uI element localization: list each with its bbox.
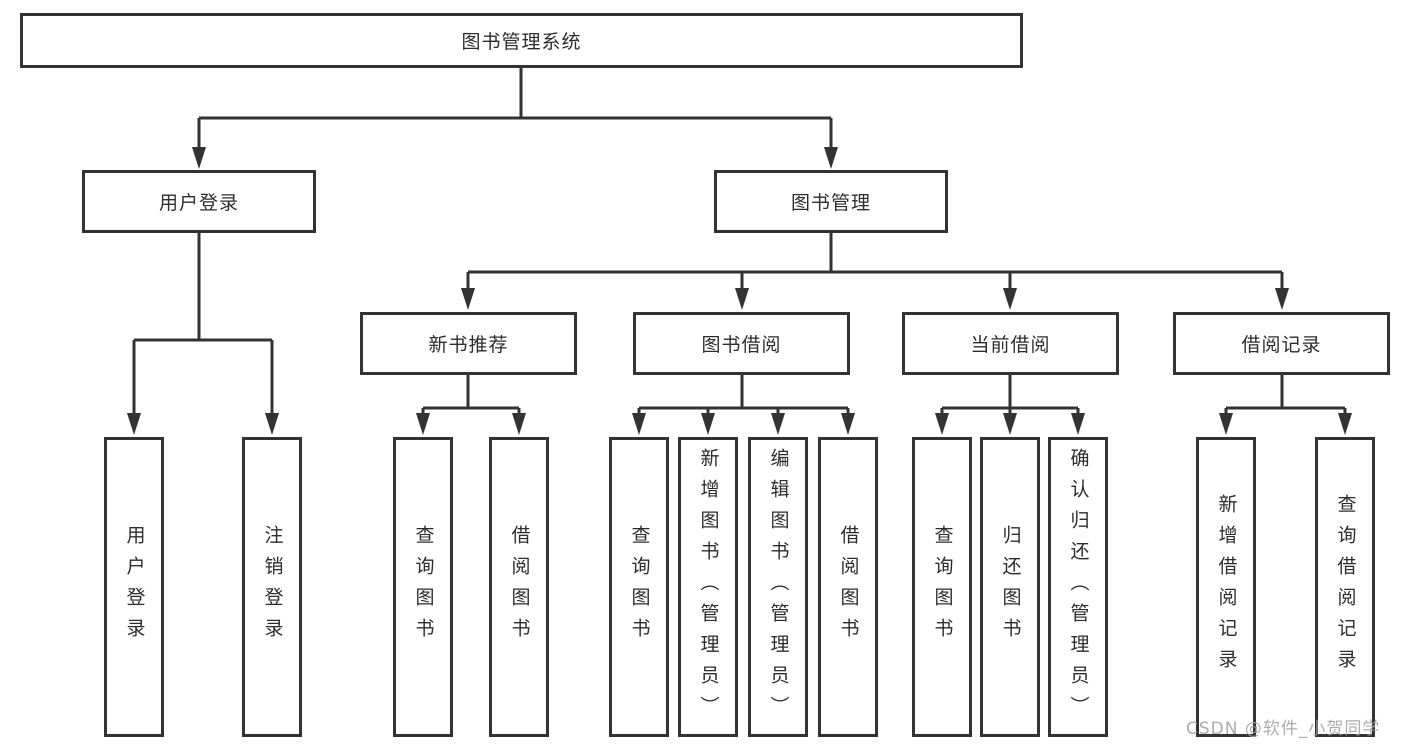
- node-book-management: 图书管理: [714, 170, 948, 233]
- leaf-confirm-return-admin-label: 确认归还（管理员）: [1067, 447, 1090, 727]
- connector-root-to-level2: [192, 68, 838, 169]
- leaf-add-borrow-record: 新增借阅记录: [1196, 437, 1256, 737]
- node-book-borrowing: 图书借阅: [633, 312, 850, 375]
- node-book-borrowing-label: 图书借阅: [701, 334, 782, 356]
- leaf-logout-label: 注销登录: [261, 525, 284, 649]
- node-root-system: 图书管理系统: [20, 13, 1023, 68]
- node-book-management-label: 图书管理: [790, 192, 871, 214]
- leaf-user-login: 用户登录: [104, 437, 164, 737]
- connector-book-borrowing-children: [632, 375, 855, 435]
- node-root-system-label: 图书管理系统: [461, 31, 582, 53]
- node-user-login-label: 用户登录: [158, 192, 239, 214]
- leaf-query-borrow-record: 查询借阅记录: [1315, 437, 1375, 737]
- leaf-borrowing-borrow-books: 借阅图书: [818, 437, 878, 737]
- leaf-query-borrow-record-label: 查询借阅记录: [1334, 494, 1357, 680]
- leaf-current-query-books: 查询图书: [912, 437, 972, 737]
- node-borrowing-records: 借阅记录: [1173, 312, 1390, 375]
- node-new-book-recommend: 新书推荐: [360, 312, 577, 375]
- leaf-edit-books-admin: 编辑图书（管理员）: [748, 437, 808, 737]
- leaf-current-query-books-label: 查询图书: [931, 525, 954, 649]
- node-user-login: 用户登录: [82, 170, 316, 233]
- leaf-add-borrow-record-label: 新增借阅记录: [1215, 494, 1238, 680]
- leaf-edit-books-admin-label: 编辑图书（管理员）: [767, 447, 790, 727]
- node-new-book-recommend-label: 新书推荐: [428, 334, 509, 356]
- leaf-borrowing-query-books: 查询图书: [609, 437, 669, 737]
- connector-book-management-children: [461, 233, 1289, 310]
- leaf-recommend-query-books: 查询图书: [393, 437, 453, 737]
- leaf-return-books-label: 归还图书: [999, 525, 1022, 649]
- leaf-add-books-admin-label: 新增图书（管理员）: [697, 447, 720, 727]
- node-borrowing-records-label: 借阅记录: [1241, 334, 1322, 356]
- leaf-borrowing-query-books-label: 查询图书: [628, 525, 651, 649]
- connector-current-borrowing-children: [935, 375, 1085, 435]
- node-current-borrowing: 当前借阅: [902, 312, 1119, 375]
- connector-borrowing-records-children: [1219, 375, 1352, 435]
- leaf-recommend-query-books-label: 查询图书: [412, 525, 435, 649]
- leaf-recommend-borrow-books-label: 借阅图书: [508, 525, 531, 649]
- leaf-user-login-label: 用户登录: [123, 525, 146, 649]
- leaf-logout: 注销登录: [242, 437, 302, 737]
- leaf-return-books: 归还图书: [980, 437, 1040, 737]
- leaf-recommend-borrow-books: 借阅图书: [489, 437, 549, 737]
- leaf-confirm-return-admin: 确认归还（管理员）: [1048, 437, 1108, 737]
- leaf-borrowing-borrow-books-label: 借阅图书: [837, 525, 860, 649]
- connector-new-book-recommend-children: [416, 375, 526, 435]
- csdn-watermark: CSDN @软件_小贺同学: [1186, 719, 1381, 739]
- leaf-add-books-admin: 新增图书（管理员）: [678, 437, 738, 737]
- connector-user-login-children: [127, 233, 279, 435]
- node-current-borrowing-label: 当前借阅: [970, 334, 1051, 356]
